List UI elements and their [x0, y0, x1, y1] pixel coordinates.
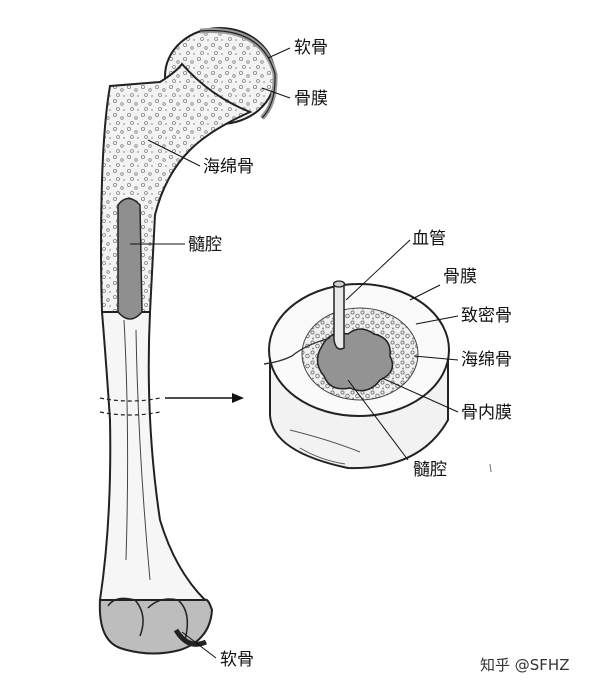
vessel-branch [263, 337, 331, 365]
label-compact-bone: 致密骨 [461, 306, 512, 326]
label-periosteum-cross: 骨膜 [443, 267, 477, 287]
arrow [165, 393, 244, 403]
distal-cartilage [173, 628, 208, 647]
femur-shaft [98, 311, 208, 601]
label-blood-vessel: 血管 [412, 229, 446, 249]
femur [98, 27, 278, 655]
watermark: 知乎 @SFHZ [480, 656, 570, 674]
label-marrow-cavity-cross: 髓腔 [413, 460, 447, 480]
blood-vessel [333, 285, 345, 350]
cross-section [263, 280, 450, 470]
label-spongy-bone-cross: 海绵骨 [461, 350, 512, 370]
label-periosteum-top: 骨膜 [294, 89, 328, 109]
label-endosteum: 骨内膜 [461, 403, 512, 423]
decorative-mark [489, 463, 492, 473]
label-cartilage-bottom: 软骨 [220, 650, 254, 670]
label-cartilage-top: 软骨 [294, 38, 328, 58]
label-marrow-cavity: 髓腔 [188, 235, 222, 255]
leader-lines [130, 47, 459, 659]
marrow-cavity [117, 197, 143, 320]
label-spongy-bone: 海绵骨 [203, 157, 254, 177]
